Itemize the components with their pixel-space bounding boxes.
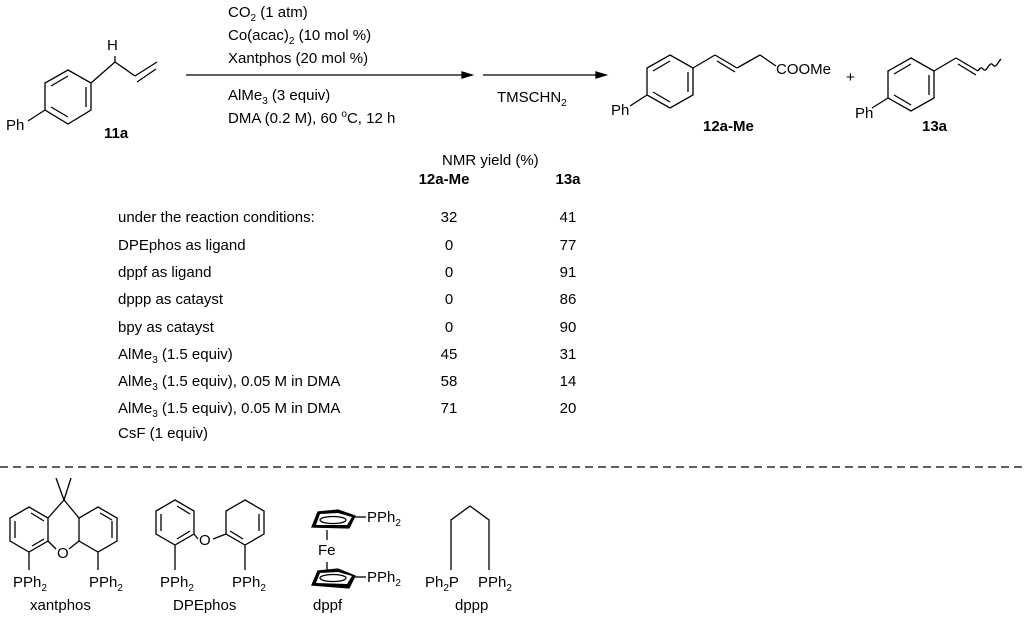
table-cell-12a-me-yield: 0 — [444, 319, 454, 336]
dpephos-oxygen: O — [199, 532, 211, 549]
table-row-condition-line2: CsF (1 equiv) — [118, 425, 209, 442]
table-cell-13a-yield: 90 — [559, 319, 577, 336]
table-cell-12a-me-yield: 71 — [440, 400, 458, 417]
condition-ligand: Xantphos (20 mol %) — [228, 50, 369, 67]
table-row-condition: AlMe3 (1.5 equiv), 0.05 M in DMA — [118, 400, 341, 420]
table-cell-12a-me-yield: 0 — [444, 291, 454, 308]
table-cell-13a-yield: 77 — [559, 237, 577, 254]
product1-ph-label: Ph — [611, 102, 630, 119]
product-12a-me-structure — [629, 54, 777, 109]
condition-catalyst: Co(acac)2 (10 mol %) — [228, 27, 372, 47]
dpephos-pph2-right: PPh2 — [232, 574, 266, 594]
table-row-condition: AlMe3 (1.5 equiv) — [118, 346, 233, 366]
dppf-pph2-top: PPh2 — [367, 509, 401, 529]
condition-solvent-temp: DMA (0.2 M), 60 oC, 12 h — [228, 109, 396, 127]
column-header-13a: 13a — [555, 171, 581, 188]
xantphos-label: xantphos — [30, 597, 91, 614]
table-row-condition: dppf as ligand — [118, 264, 212, 281]
hydrogen-atom-label: H — [107, 37, 118, 54]
step2-reagent: TMSCHN2 — [497, 89, 567, 109]
table-cell-12a-me-yield: 0 — [444, 237, 454, 254]
reaction-arrow-1 — [186, 71, 475, 79]
dppp-pph2: PPh2 — [478, 574, 512, 594]
table-cell-13a-yield: 91 — [559, 264, 577, 281]
dpephos-pph2-left: PPh2 — [160, 574, 194, 594]
plus-sign: + — [846, 69, 855, 86]
xantphos-oxygen: O — [57, 545, 69, 562]
substrate-11a-structure — [27, 56, 158, 125]
column-header-12a-me: 12a-Me — [418, 171, 470, 188]
table-cell-12a-me-yield: 0 — [444, 264, 454, 281]
dppf-iron: Fe — [318, 542, 336, 559]
dppf-structure — [311, 509, 366, 589]
substrate-ph-label: Ph — [6, 117, 25, 134]
table-cell-13a-yield: 14 — [559, 373, 577, 390]
table-title: NMR yield (%) — [442, 152, 539, 169]
condition-almes: AlMe3 (3 equiv) — [228, 87, 331, 107]
xantphos-pph2-left: PPh2 — [13, 574, 47, 594]
dpephos-label: DPEphos — [173, 597, 237, 614]
table-row-condition: bpy as catayst — [118, 319, 214, 336]
dppf-label: dppf — [313, 597, 343, 614]
product2-ph-label: Ph — [855, 105, 874, 122]
dppp-structure — [450, 505, 490, 570]
table-cell-13a-yield: 20 — [559, 400, 577, 417]
product2-label: 13a — [922, 118, 948, 135]
ester-group-label: COOMe — [776, 61, 832, 78]
reaction-arrow-2 — [483, 71, 609, 79]
xantphos-structure — [9, 477, 118, 570]
table-row-condition: AlMe3 (1.5 equiv), 0.05 M in DMA — [118, 373, 341, 393]
table-row-condition: under the reaction conditions: — [118, 209, 315, 226]
table-cell-12a-me-yield: 32 — [440, 209, 458, 226]
table-cell-12a-me-yield: 45 — [440, 346, 458, 363]
substrate-label: 11a — [104, 125, 129, 142]
product-13a-structure — [871, 57, 1002, 112]
dppp-label: dppp — [455, 597, 489, 614]
condition-co2: CO2 (1 atm) — [228, 4, 308, 24]
xantphos-pph2-right: PPh2 — [89, 574, 123, 594]
dpephos-structure — [155, 499, 265, 570]
table-cell-13a-yield: 86 — [559, 291, 577, 308]
table-cell-13a-yield: 31 — [559, 346, 577, 363]
dppf-pph2-bottom: PPh2 — [367, 569, 401, 589]
table-cell-12a-me-yield: 58 — [440, 373, 458, 390]
dppp-ph2p: Ph2P — [425, 574, 459, 594]
table-row-condition: dppp as catayst — [118, 291, 224, 308]
product1-label: 12a-Me — [703, 118, 754, 135]
table-cell-13a-yield: 41 — [559, 209, 577, 226]
table-row-condition: DPEphos as ligand — [118, 237, 246, 254]
